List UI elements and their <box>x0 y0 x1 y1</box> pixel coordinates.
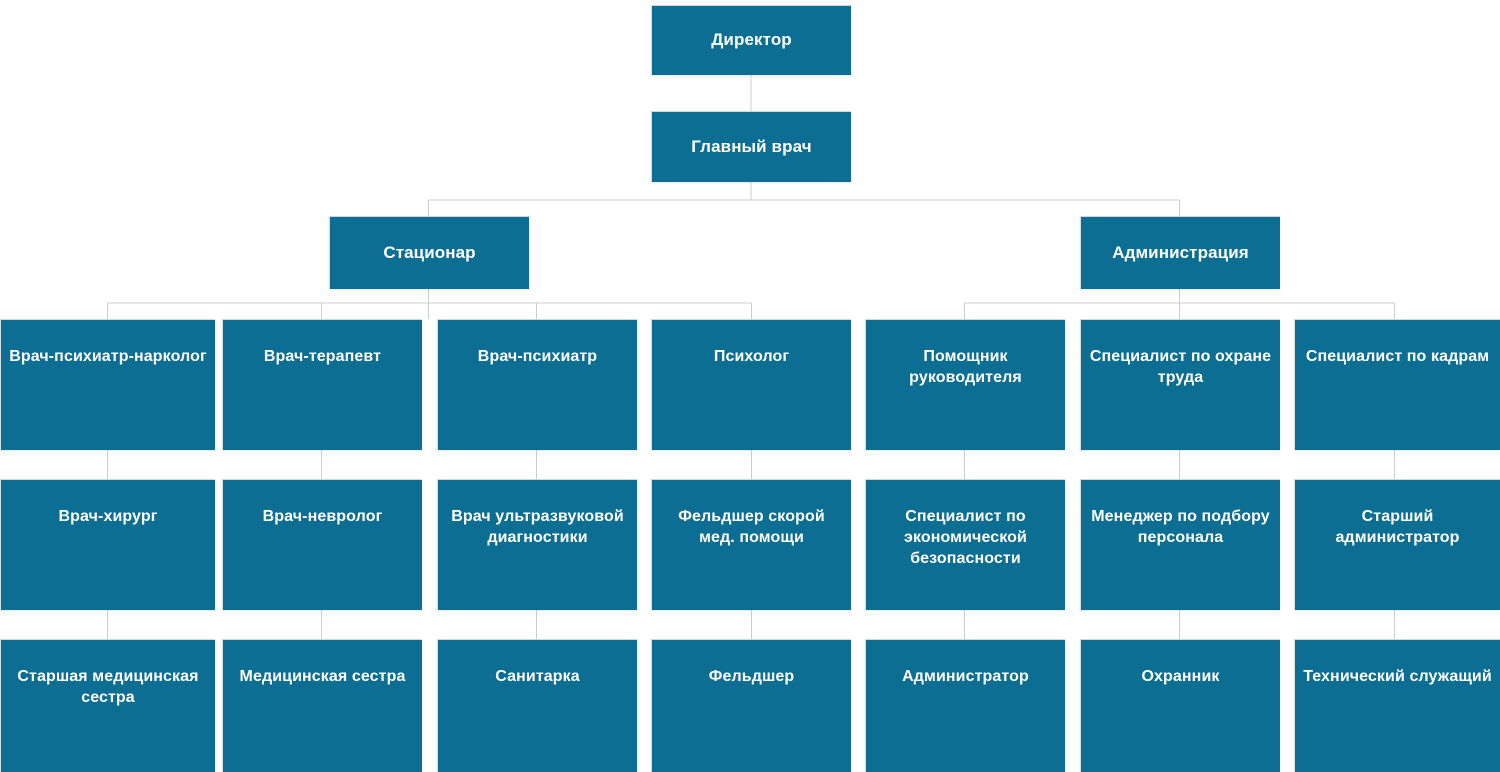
node-chief-doctor[interactable]: Главный врач <box>651 111 851 182</box>
node-col5-row3[interactable]: Администратор <box>865 639 1065 772</box>
node-col4-row1-label: Психолог <box>713 348 790 365</box>
node-col6-row3[interactable]: Охранник <box>1080 639 1280 772</box>
node-chief-doctor-label: Главный врач <box>691 136 812 156</box>
node-administration[interactable]: Администрация <box>1080 216 1280 289</box>
node-col6-row3-label: Охранник <box>1141 668 1220 685</box>
node-col7-row2[interactable]: Старший администратор <box>1294 479 1500 610</box>
node-col5-row1[interactable]: Помощник руководителя <box>865 319 1065 450</box>
node-col4-row3-label: Фельдшер <box>708 668 795 685</box>
node-col4-row2[interactable]: Фельдшер скорой мед. помощи <box>651 479 851 610</box>
node-col2-row2-label: Врач-невролог <box>262 508 383 525</box>
node-col6-row2-label: Менеджер по подбору персонала <box>1091 508 1270 547</box>
node-col3-row1[interactable]: Врач-психиатр <box>437 319 637 450</box>
node-col1-row2[interactable]: Врач-хирург <box>0 479 215 610</box>
node-col2-row3[interactable]: Медицинская сестра <box>222 639 422 772</box>
node-hospital[interactable]: Стационар <box>329 216 529 289</box>
node-col5-row1-label: Помощник руководителя <box>909 348 1022 387</box>
node-col2-row2[interactable]: Врач-невролог <box>222 479 422 610</box>
node-col3-row3[interactable]: Санитарка <box>437 639 637 772</box>
node-col4-row2-label: Фельдшер скорой мед. помощи <box>678 508 825 547</box>
node-col6-row2[interactable]: Менеджер по подбору персонала <box>1080 479 1280 610</box>
node-col6-row1[interactable]: Специалист по охране труда <box>1080 319 1280 450</box>
node-col2-row3-label: Медицинская сестра <box>239 668 406 685</box>
node-col1-row2-label: Врач-хирург <box>58 508 158 525</box>
node-col7-row1-label: Специалист по кадрам <box>1305 348 1490 365</box>
node-col5-row3-label: Администратор <box>902 668 1029 685</box>
node-col3-row2[interactable]: Врач ультразвуковой диагностики <box>437 479 637 610</box>
node-col1-row1-label: Врач-психиатр-нарколог <box>9 348 207 365</box>
node-col4-row1[interactable]: Психолог <box>651 319 851 450</box>
node-col3-row1-label: Врач-психиатр <box>477 348 598 365</box>
node-col7-row1[interactable]: Специалист по кадрам <box>1294 319 1500 450</box>
node-administration-label: Администрация <box>1112 242 1249 262</box>
node-col1-row1[interactable]: Врач-психиатр-нарколог <box>0 319 215 450</box>
node-col7-row2-label: Старший администратор <box>1335 508 1460 547</box>
node-col5-row2-label: Специалист по экономической безопасности <box>904 508 1027 568</box>
node-col5-row2[interactable]: Специалист по экономической безопасности <box>865 479 1065 610</box>
node-col1-row3-label: Старшая медицинская сестра <box>17 668 199 707</box>
node-col6-row1-label: Специалист по охране труда <box>1089 348 1272 387</box>
node-col4-row3[interactable]: Фельдшер <box>651 639 851 772</box>
node-col2-row1[interactable]: Врач-терапевт <box>222 319 422 450</box>
node-col7-row3[interactable]: Технический служащий <box>1294 639 1500 772</box>
node-col1-row3[interactable]: Старшая медицинская сестра <box>0 639 215 772</box>
node-col2-row1-label: Врач-терапевт <box>263 348 382 365</box>
node-col3-row2-label: Врач ультразвуковой диагностики <box>451 508 624 547</box>
node-director-label: Директор <box>711 30 792 50</box>
node-col7-row3-label: Технический служащий <box>1303 668 1492 685</box>
node-director[interactable]: Директор <box>651 5 851 75</box>
node-hospital-label: Стационар <box>383 242 476 262</box>
node-col3-row3-label: Санитарка <box>495 668 580 685</box>
